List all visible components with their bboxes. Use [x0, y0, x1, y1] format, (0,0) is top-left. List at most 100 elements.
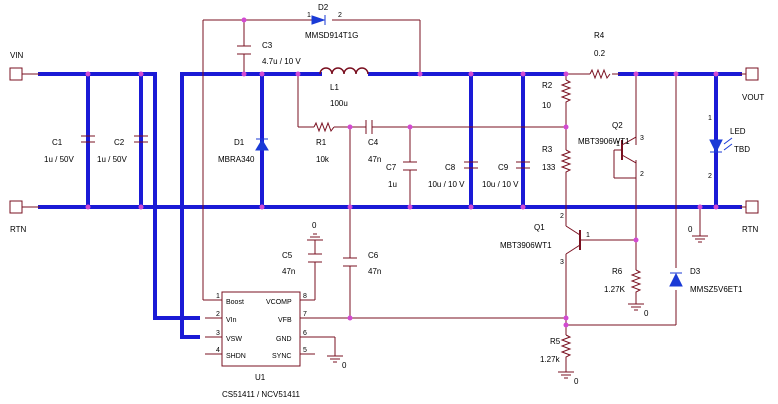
vout-terminal[interactable]	[745, 67, 759, 81]
q1-value: MBT3906WT1	[500, 241, 552, 250]
r3-value: 133	[542, 163, 556, 172]
inductor-icon	[319, 67, 369, 75]
d1-diode-icon	[255, 139, 269, 151]
ground-icon	[558, 371, 574, 379]
svg-text:6: 6	[303, 330, 307, 337]
svg-text:2: 2	[708, 173, 712, 180]
node	[241, 17, 247, 23]
ground-label: 0	[312, 221, 317, 230]
diode-d3: D3 MMSZ5V6ET1	[669, 267, 743, 294]
c1-value: 1u / 50V	[44, 155, 74, 164]
led-diode-icon	[709, 139, 723, 154]
rtn-left-terminal[interactable]	[9, 200, 23, 214]
c7-ref: C7	[386, 163, 397, 172]
c3-value: 4.7u / 10 V	[262, 57, 301, 66]
node	[259, 71, 265, 77]
resistor-r5: R5 1.27k	[540, 334, 572, 364]
svg-text:1: 1	[216, 293, 220, 300]
inductor-l1: L1 100u	[319, 67, 369, 108]
c7-value: 1u	[388, 180, 397, 189]
node	[633, 71, 639, 77]
resistor-r3: R3 133	[542, 145, 572, 174]
node	[138, 71, 144, 77]
capacitor-c2: C2 1u / 50V	[97, 135, 148, 164]
resistor-icon	[589, 68, 611, 80]
u1-pin-boost: Boost	[226, 299, 244, 306]
vin-label: VIN	[10, 51, 24, 60]
rtn-right-terminal[interactable]	[745, 200, 759, 214]
svg-text:1: 1	[616, 141, 620, 148]
power-buses	[38, 72, 742, 339]
node	[85, 71, 91, 77]
node	[407, 124, 413, 130]
resistor-icon	[560, 149, 572, 174]
svg-text:3: 3	[560, 259, 564, 266]
ground-label: 0	[644, 309, 649, 318]
u1-pin-shdn: SHDN	[226, 353, 246, 360]
c8-value: 10u / 10 V	[428, 180, 465, 189]
vout-label: VOUT	[742, 93, 764, 102]
ground-icon	[307, 233, 323, 241]
c6-ref: C6	[368, 251, 379, 260]
c2-value: 1u / 50V	[97, 155, 127, 164]
q2-value: MBT3906WT1	[578, 137, 630, 146]
c3-ref: C3	[262, 41, 273, 50]
r1-ref: R1	[316, 138, 327, 147]
node	[713, 204, 719, 210]
capacitor-c1: C1 1u / 50V	[44, 135, 95, 164]
ic-u1: 1 Boost 2 VIn 3 VSW 4 SHDN 8 VCOMP 7 VFB…	[205, 291, 307, 399]
d1-ref: D1	[234, 138, 245, 147]
vin-terminal[interactable]	[9, 67, 23, 81]
u1-value: CS51411 / NCV51411	[222, 390, 301, 399]
ground-label: 0	[342, 361, 347, 370]
node	[697, 204, 703, 210]
r6-ref: R6	[612, 267, 623, 276]
u1-ref: U1	[255, 373, 266, 382]
node	[563, 315, 569, 321]
u1-pin-sync: SYNC	[272, 353, 291, 360]
node	[673, 71, 679, 77]
c4-value: 47n	[368, 155, 381, 164]
resistor-icon	[313, 121, 335, 133]
capacitor-c7: C7 1u	[386, 161, 417, 189]
svg-text:3: 3	[640, 135, 644, 142]
svg-text:2: 2	[216, 311, 220, 318]
c8-ref: C8	[445, 163, 456, 172]
r5-ref: R5	[550, 337, 561, 346]
svg-text:8: 8	[303, 293, 307, 300]
d1-value: MBRA340	[218, 155, 255, 164]
svg-text:5: 5	[303, 347, 307, 354]
svg-text:1: 1	[708, 115, 712, 122]
ground-icon	[628, 303, 644, 311]
node	[633, 237, 639, 243]
node	[563, 124, 569, 130]
node	[417, 71, 423, 77]
node	[468, 71, 474, 77]
resistor-r6: R6 1.27K	[604, 267, 642, 294]
node	[468, 204, 474, 210]
r5-value: 1.27k	[540, 355, 561, 364]
l1-ref: L1	[330, 83, 339, 92]
node	[241, 71, 247, 77]
c5-value: 47n	[282, 267, 295, 276]
resistor-icon	[560, 79, 572, 104]
c5-ref: C5	[282, 251, 293, 260]
led-value: TBD	[734, 145, 750, 154]
u1-pin-vfb: VFB	[278, 317, 292, 324]
r1-value: 10k	[316, 155, 330, 164]
node	[295, 71, 301, 77]
capacitor-c5: C5 47n	[282, 251, 322, 276]
transistor-q2: 1 3 2 Q2 MBT3906WT1	[578, 121, 644, 178]
d2-value: MMSD914T1G	[305, 31, 358, 40]
svg-text:1: 1	[307, 12, 311, 19]
node	[85, 204, 91, 210]
node	[407, 204, 413, 210]
capacitor-c9: C9 10u / 10 V	[482, 161, 530, 189]
ground-icon	[327, 355, 343, 363]
c9-ref: C9	[498, 163, 509, 172]
capacitor-c8: C8 10u / 10 V	[428, 161, 478, 189]
svg-text:1: 1	[586, 232, 590, 239]
svg-text:3: 3	[216, 330, 220, 337]
node	[520, 71, 526, 77]
